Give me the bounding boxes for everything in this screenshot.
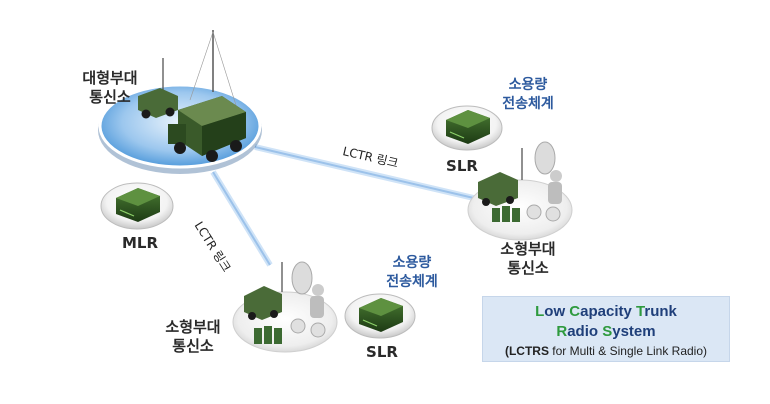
info-box-line1: Low Capacity Trunk (483, 302, 729, 322)
lctr-link-horizontal (254, 144, 479, 202)
info-box-line2-segment: R (556, 323, 568, 340)
info-box-line2: Radio System (483, 322, 729, 342)
slr-right-label-text: SLR (446, 157, 478, 175)
mlr-radio (100, 182, 174, 230)
small-unit-right-label: 소형부대 통신소 (488, 240, 568, 278)
slr-radio-bottom (344, 293, 416, 339)
slr-right-label: SLR (442, 157, 482, 176)
info-box-line3: (LCTRS for Multi & Single Link Radio) (483, 342, 729, 360)
slr-right-caption-line2: 전송체계 (502, 96, 554, 112)
small-unit-right-label-line2: 통신소 (507, 259, 549, 277)
small-unit-station-right (467, 141, 573, 241)
info-box-line1-segment: L (535, 303, 545, 320)
slr-bottom-caption-line1: 소용량 (392, 255, 432, 271)
small-unit-bottom-label-line2: 통신소 (172, 337, 214, 355)
info-box-line2-segment: adio (567, 323, 603, 340)
small-unit-bottom-label: 소형부대 통신소 (153, 318, 233, 356)
info-box-line3-bold: (LCTRS (504, 344, 549, 358)
info-box-line1-segment: runk (644, 303, 677, 320)
slr-right-caption: 소용량 전송체계 (488, 76, 568, 114)
small-unit-station-bottom (232, 261, 338, 353)
large-unit-station (98, 30, 262, 174)
small-unit-right-label-line1: 소형부대 (500, 240, 556, 258)
info-box-line1-segment: T (636, 303, 645, 320)
mlr-label-text: MLR (121, 234, 159, 252)
info-box-line1-segment: C (569, 303, 581, 320)
mlr-label: MLR (120, 234, 160, 253)
slr-radio-right (431, 105, 503, 151)
info-box-line1-segment: ow (544, 303, 570, 320)
info-box-line3-rest: for Multi & Single Link Radio) (548, 344, 708, 358)
large-unit-label: 대형부대 통신소 (70, 69, 150, 107)
slr-right-caption-line1: 소용량 (508, 77, 548, 93)
slr-bottom-caption: 소용량 전송체계 (372, 254, 452, 292)
info-box-line2-segment: ystem (612, 323, 656, 340)
large-unit-label-line2: 통신소 (89, 88, 131, 106)
info-box-line2-segment: S (602, 323, 613, 340)
slr-bottom-label-text: SLR (366, 343, 398, 361)
lctrs-info-box: Low Capacity Trunk Radio System (LCTRS f… (482, 296, 730, 362)
large-unit-label-line1: 대형부대 (82, 69, 138, 87)
info-box-line1-segment: apacity (580, 303, 637, 320)
slr-bottom-caption-line2: 전송체계 (386, 274, 438, 290)
slr-bottom-label: SLR (362, 343, 402, 362)
lctr-link-diagonal (210, 170, 273, 267)
small-unit-bottom-label-line1: 소형부대 (165, 318, 221, 336)
